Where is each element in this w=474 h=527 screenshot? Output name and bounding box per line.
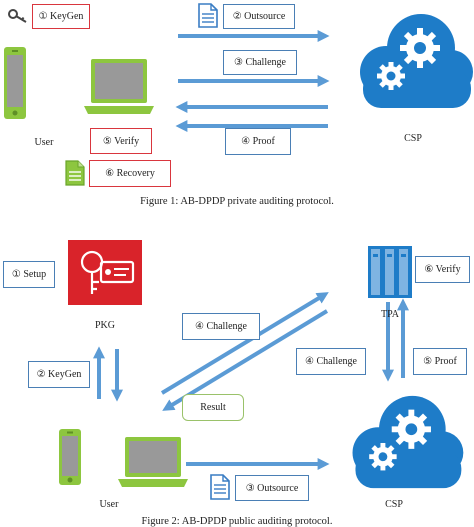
pkg-node-label: PKG <box>94 320 115 331</box>
server-icon <box>368 246 412 298</box>
cloud-gears-icon-2 <box>352 395 464 489</box>
verify-label-2: ⑥ Verify <box>415 256 470 283</box>
key-card-icon <box>80 250 135 294</box>
figure-2-caption: Figure 2: AB-DPDP public auditing protoc… <box>141 516 333 527</box>
laptop-icon <box>84 59 154 114</box>
arrow-user-to-tpa <box>160 292 329 395</box>
challenge-tpa-label: ④ Challenge <box>296 348 366 375</box>
challenge-user-label: ④ Challenge <box>182 313 260 340</box>
arrow-tpa-to-user <box>162 309 329 411</box>
csp-node-label: CSP <box>404 133 422 144</box>
smartphone-icon <box>4 47 26 119</box>
setup-label: ① Setup <box>3 261 55 288</box>
pkg-icon <box>68 240 142 305</box>
user-node-label-2: User <box>99 499 119 510</box>
outsource-label-2: ③ Outsource <box>235 475 309 501</box>
proof-label: ④ Proof <box>225 128 291 155</box>
verify-label: ⑤ Verify <box>90 128 152 154</box>
recovery-document-icon <box>65 160 85 186</box>
recovery-label: ⑥ Recovery <box>89 160 171 187</box>
cloud-gears-icon <box>360 14 473 108</box>
outsource-label: ② Outsource <box>223 4 295 29</box>
proof-label-2: ⑤ Proof <box>413 348 467 375</box>
document-icon-2 <box>210 474 230 500</box>
smartphone-icon-2 <box>59 429 81 485</box>
csp-node-label-2: CSP <box>385 499 403 510</box>
challenge-label: ③ Challenge <box>223 50 297 75</box>
figure-1-caption: Figure 1: AB-DPDP private auditing proto… <box>140 196 334 207</box>
user-node-label: User <box>34 137 54 148</box>
keygen-label: ① KeyGen <box>32 4 90 29</box>
laptop-icon-2 <box>118 437 188 487</box>
key-icon <box>8 9 27 23</box>
keygen-label-2: ② KeyGen <box>28 361 90 388</box>
result-label: Result <box>182 394 244 421</box>
tpa-node-label: TPA <box>381 309 399 320</box>
document-icon <box>198 3 218 28</box>
